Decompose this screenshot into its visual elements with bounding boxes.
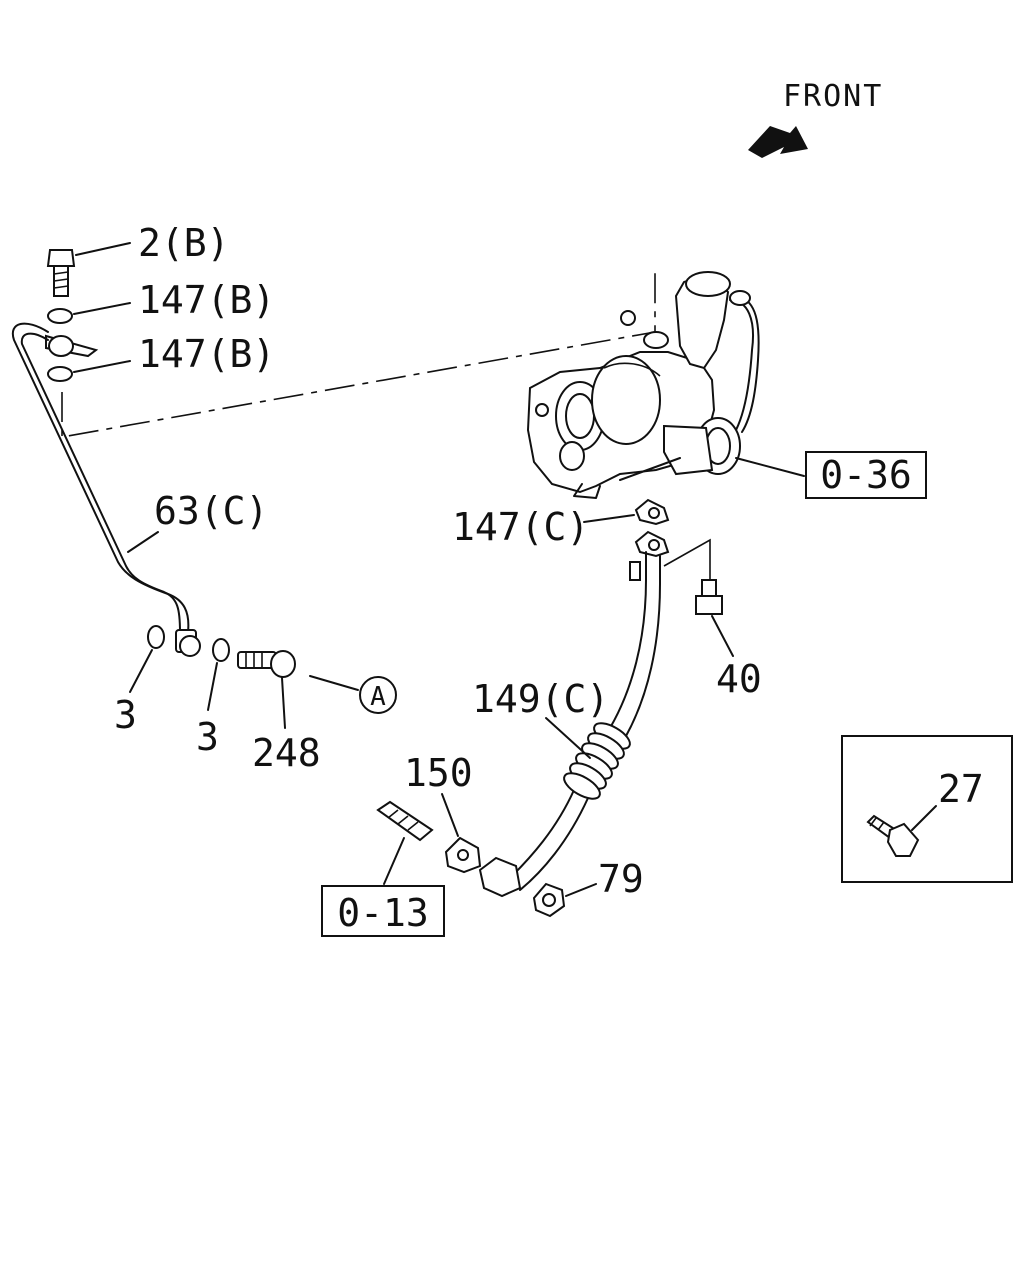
washer-147b-bottom-icon xyxy=(47,366,73,382)
leader-147b-bottom xyxy=(73,360,131,373)
front-arrow-icon xyxy=(748,126,808,158)
pipe-flange-icon xyxy=(478,856,522,898)
leader-a xyxy=(309,675,359,691)
leader-0-13 xyxy=(383,837,405,885)
label-a: A xyxy=(370,682,386,712)
leader-147b-top xyxy=(73,302,131,315)
label-149c: 149(C) xyxy=(472,677,609,721)
label-147c: 147(C) xyxy=(452,505,589,549)
pipe-63c-line-b xyxy=(20,332,181,633)
label-79: 79 xyxy=(598,857,644,901)
circle-a-icon xyxy=(359,676,397,714)
leader-79 xyxy=(565,883,597,897)
alignment-dashed-line xyxy=(61,270,656,438)
leader-63c xyxy=(127,531,159,553)
leader-150 xyxy=(441,793,459,837)
pipe-bracket-icon xyxy=(629,561,641,581)
eye-fitting-icon xyxy=(45,334,99,358)
bolt-248-icon xyxy=(237,650,296,678)
banjo-fitting-icon xyxy=(175,629,201,657)
label-2b: 2(B) xyxy=(138,221,230,265)
label-147b-top: 147(B) xyxy=(138,278,275,322)
label-3-left: 3 xyxy=(114,693,137,737)
bolt-2b-icon xyxy=(46,249,76,297)
leader-40-bracket xyxy=(663,538,711,580)
inset-box xyxy=(841,735,1013,883)
ref-box-0-36 xyxy=(805,451,927,499)
leader-27 xyxy=(911,805,937,831)
pipe-149c-line-b xyxy=(519,555,661,891)
stud-icon xyxy=(376,800,434,842)
gasket-147c-bottom-icon xyxy=(634,530,670,558)
label-3-right: 3 xyxy=(196,715,219,759)
front-label: FRONT xyxy=(783,79,883,114)
ref-box-0-13 xyxy=(321,885,445,937)
leader-0-36 xyxy=(735,457,805,477)
gasket-150-icon xyxy=(444,836,482,874)
label-150: 150 xyxy=(404,751,473,795)
hose-sleeve-icon xyxy=(563,722,631,800)
leader-3-left xyxy=(129,649,153,693)
leader-147c xyxy=(583,514,635,523)
bolt-40-icon xyxy=(695,579,723,615)
leader-2b xyxy=(75,242,131,256)
turbocharger-icon xyxy=(526,271,760,499)
leader-3-right xyxy=(207,662,218,711)
washer-3-left-icon xyxy=(147,625,165,649)
leader-248 xyxy=(281,677,286,729)
leader-149c xyxy=(545,717,591,759)
turbo-stud-line xyxy=(619,457,681,481)
label-248: 248 xyxy=(252,731,321,775)
bolt-27-icon xyxy=(866,814,920,857)
nut-79-icon xyxy=(532,882,566,918)
label-40: 40 xyxy=(716,657,762,701)
washer-3-right-icon xyxy=(212,638,230,662)
ref-0-13: 0-13 xyxy=(337,891,429,935)
pipe-63c-line-a xyxy=(11,322,190,633)
ref-0-36: 0-36 xyxy=(820,453,912,497)
washer-147b-top-icon xyxy=(47,308,73,324)
leader-40 xyxy=(711,615,734,657)
gasket-147c-top-icon xyxy=(634,498,670,526)
label-27: 27 xyxy=(938,767,984,811)
label-63c: 63(C) xyxy=(154,489,268,533)
label-147b-bottom: 147(B) xyxy=(138,332,275,376)
